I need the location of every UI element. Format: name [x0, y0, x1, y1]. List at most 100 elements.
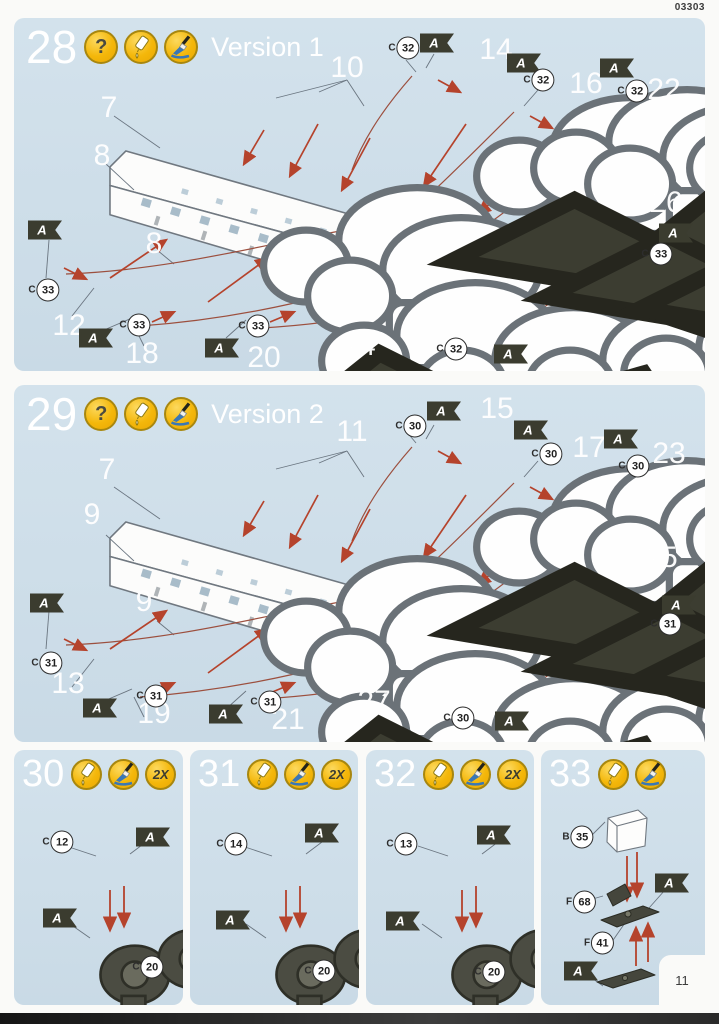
- paint-flag: A: [205, 338, 239, 358]
- part-id-circle: 68: [573, 890, 597, 914]
- part-id-circle: 20: [482, 960, 506, 984]
- sprue-letter: C: [119, 319, 127, 331]
- part-id-circle: 20: [140, 955, 164, 979]
- sprue-letter: C: [386, 838, 394, 850]
- paint-flag: A: [604, 429, 638, 449]
- step-number: 32: [374, 753, 417, 795]
- scan-edge-bar: [0, 1013, 719, 1024]
- sprue-letter: C: [617, 85, 625, 97]
- part-number: 7: [100, 91, 118, 124]
- part-number: 7: [98, 453, 116, 486]
- glue-icon: [423, 758, 455, 790]
- part-number: 20: [247, 341, 281, 374]
- sprue-letter: C: [136, 690, 144, 702]
- paint-flag: A: [427, 401, 461, 421]
- part-number: 15: [480, 392, 514, 425]
- page-number-notch: 11: [659, 955, 705, 1005]
- step-icons: ?: [84, 30, 199, 64]
- part-id-circle: 32: [396, 36, 420, 60]
- paint-flag: A: [564, 961, 598, 981]
- sprue-letter: C: [238, 320, 246, 332]
- sprue-letter: C: [250, 696, 258, 708]
- part-number: 9: [83, 498, 101, 531]
- part-id-circle: 31: [144, 684, 168, 708]
- part-id-circle: 33: [649, 242, 673, 266]
- paint-flag: A: [79, 328, 113, 348]
- part-id-circle: 30: [451, 706, 475, 730]
- sprue-letter: C: [523, 74, 531, 86]
- sprue-letter: C: [395, 420, 403, 432]
- paint-flag: A: [655, 873, 689, 893]
- step-number: 33: [549, 753, 592, 795]
- glue-icon: [71, 758, 103, 790]
- brush-icon: [635, 758, 667, 790]
- part-id-circle: 33: [246, 314, 270, 338]
- brush-icon: [108, 758, 140, 790]
- part-id-circle: 31: [39, 651, 63, 675]
- part-number: 8: [145, 227, 163, 260]
- sprue-letter: C: [618, 460, 626, 472]
- sprue-letter: C: [42, 836, 50, 848]
- sprue-letter: C: [31, 657, 39, 669]
- paint-flag: A: [216, 910, 250, 930]
- step-number: 30: [22, 753, 65, 795]
- step-icons: 2X: [247, 758, 353, 790]
- step-number: 31: [198, 753, 241, 795]
- part-number: 16: [569, 67, 603, 100]
- paint-flag: A: [514, 420, 548, 440]
- sprue-letter: C: [474, 966, 482, 978]
- part-id-circle: 31: [258, 690, 282, 714]
- paint-flag: A: [209, 704, 243, 724]
- sprue-letter: C: [443, 712, 451, 724]
- sprue-letter: C: [216, 838, 224, 850]
- part-id-circle: 33: [127, 313, 151, 337]
- paint-flag: A: [305, 823, 339, 843]
- paint-flag: A: [83, 698, 117, 718]
- sprue-letter: F: [565, 896, 573, 908]
- part-id-circle: 30: [403, 414, 427, 438]
- part-id-circle: 14: [224, 832, 248, 856]
- part-id-circle: 30: [626, 454, 650, 478]
- paint-flag: A: [477, 825, 511, 845]
- part-id-circle: 13: [394, 832, 418, 856]
- part-number: 11: [336, 415, 368, 448]
- paint-flag: A: [659, 223, 693, 243]
- sprue-letter: C: [132, 961, 140, 973]
- paint-flag: A: [28, 220, 62, 240]
- step-icons: 2X: [71, 758, 177, 790]
- glue-icon: [247, 758, 279, 790]
- brush-icon: [460, 758, 492, 790]
- sprue-letter: C: [28, 284, 36, 296]
- sprue-letter: C: [531, 448, 539, 460]
- part-number: 24: [342, 329, 376, 362]
- step-title: Version 2: [211, 398, 324, 429]
- brush-icon: [284, 758, 316, 790]
- part-id-circle: 32: [625, 79, 649, 103]
- paint-flag: A: [43, 908, 77, 928]
- part-number: 23: [652, 437, 686, 470]
- times2-icon: 2X: [145, 758, 177, 790]
- page-number: 11: [675, 972, 689, 988]
- paint-flag: A: [600, 58, 634, 78]
- part-number: 26: [649, 186, 683, 219]
